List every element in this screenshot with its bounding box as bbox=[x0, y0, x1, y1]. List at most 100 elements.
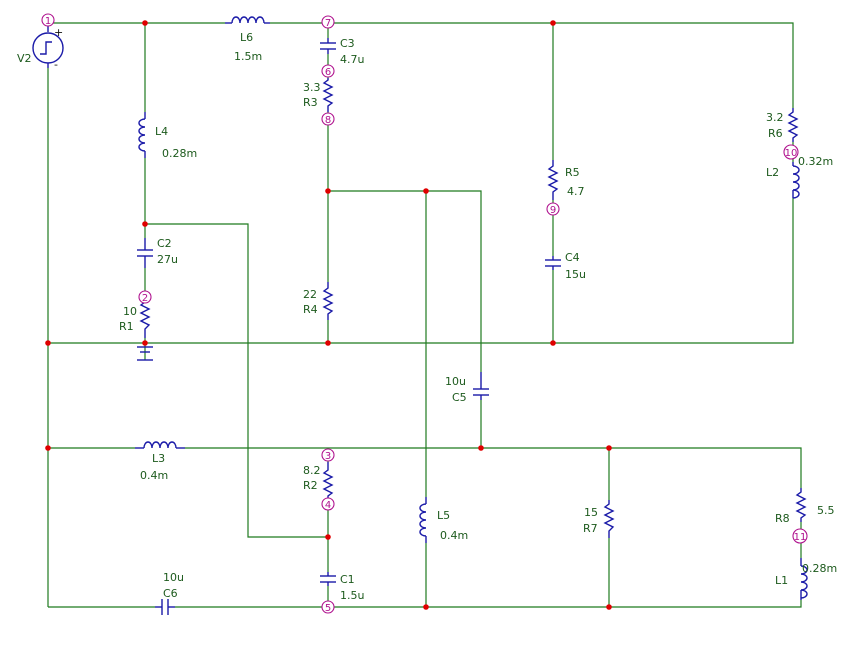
r4-zigzag bbox=[322, 282, 334, 320]
l2-value-label: 0.32m bbox=[798, 155, 833, 168]
node-marker-circle bbox=[321, 15, 335, 29]
junction-dot bbox=[423, 188, 429, 194]
resistor-r2[interactable]: 8.2 R2 bbox=[303, 462, 334, 500]
node-marker-3[interactable]: 3 bbox=[321, 448, 335, 462]
junction-dot bbox=[45, 340, 51, 346]
resistor-r3[interactable]: 3.3 R3 bbox=[303, 78, 334, 112]
junction-dot bbox=[142, 221, 148, 227]
junction-dot bbox=[325, 534, 331, 540]
capacitor-c3[interactable]: C3 4.7u bbox=[320, 37, 364, 66]
node-marker-circle bbox=[783, 144, 799, 160]
inductor-l2[interactable]: L2 0.32m bbox=[766, 155, 833, 199]
node-label: 10 bbox=[785, 148, 798, 159]
junction-dot bbox=[142, 20, 148, 26]
node-marker-circle bbox=[792, 528, 808, 544]
l3-coil bbox=[143, 441, 177, 449]
wires bbox=[47, 22, 802, 608]
node-marker-circle bbox=[321, 64, 335, 78]
node-marker-4[interactable]: 4 bbox=[321, 497, 335, 511]
inductor-l5[interactable]: L5 0.4m bbox=[419, 497, 468, 543]
c3-value-label: 4.7u bbox=[340, 53, 364, 66]
inductor-l6[interactable]: L6 1.5m bbox=[225, 16, 270, 63]
r2-zigzag bbox=[322, 462, 334, 500]
node-marker-6[interactable]: 6 bbox=[321, 64, 335, 78]
node-marker-9[interactable]: 9 bbox=[546, 202, 560, 216]
ground-icon bbox=[137, 346, 153, 361]
junction-dot bbox=[142, 340, 148, 346]
node-marker-2[interactable]: 2 bbox=[138, 290, 152, 304]
r8-zigzag bbox=[795, 488, 807, 522]
resistor-r1[interactable]: 10 R1 bbox=[119, 298, 151, 338]
inductor-l3[interactable]: L3 0.4m bbox=[135, 441, 185, 482]
voltage-source-v2[interactable]: + - V2 bbox=[17, 23, 64, 71]
node-marker-8[interactable]: 8 bbox=[321, 112, 335, 126]
junction-dot bbox=[45, 445, 51, 451]
inductor-l4[interactable]: L4 0.28m bbox=[138, 112, 197, 160]
r7-value-label: 15 bbox=[584, 506, 598, 519]
l3-value-label: 0.4m bbox=[140, 469, 168, 482]
node-marker-11[interactable]: 11 bbox=[792, 528, 808, 544]
source-minus-sign: - bbox=[54, 58, 58, 71]
junction-dot bbox=[325, 188, 331, 194]
node-marker-circle bbox=[546, 202, 560, 216]
l2-name-label: L2 bbox=[766, 166, 779, 179]
capacitor-c5[interactable]: 10u C5 bbox=[445, 372, 489, 404]
node-marker-10[interactable]: 10 bbox=[783, 144, 799, 160]
junction-dot bbox=[606, 604, 612, 610]
inductor-l1[interactable]: L1 0.28m bbox=[775, 558, 837, 600]
junction-dot bbox=[550, 340, 556, 346]
wire-top-right bbox=[270, 22, 794, 108]
node-label: 9 bbox=[550, 205, 556, 216]
resistor-r4[interactable]: 22 R4 bbox=[303, 282, 334, 320]
node-label: 6 bbox=[325, 67, 331, 78]
resistor-r5[interactable]: R5 4.7 bbox=[547, 160, 585, 200]
r3-name-label: R3 bbox=[303, 96, 318, 109]
r5-value-label: 4.7 bbox=[567, 185, 585, 198]
capacitor-c6[interactable]: 10u C6 bbox=[155, 571, 184, 615]
junction-dot bbox=[550, 20, 556, 26]
c4-name-label: C4 bbox=[565, 251, 580, 264]
r6-zigzag bbox=[787, 108, 799, 142]
c6-name-label: C6 bbox=[163, 587, 178, 600]
resistor-r7[interactable]: 15 R7 bbox=[583, 500, 615, 538]
node-marker-1[interactable]: 1 bbox=[41, 13, 55, 27]
node-marker-5[interactable]: 5 bbox=[321, 600, 335, 614]
node-marker-circle bbox=[41, 13, 55, 27]
l6-name-label: L6 bbox=[240, 31, 253, 44]
node-label: 5 bbox=[325, 603, 331, 614]
r2-value-label: 8.2 bbox=[303, 464, 321, 477]
resistor-r8[interactable]: 5.5 R8 bbox=[775, 488, 835, 525]
capacitor-c2[interactable]: C2 27u bbox=[137, 237, 178, 268]
node-label: 1 bbox=[45, 16, 51, 27]
l1-value-label: 0.28m bbox=[802, 562, 837, 575]
node-marker-circle bbox=[138, 290, 152, 304]
node-label: 7 bbox=[325, 18, 331, 29]
c1-value-label: 1.5u bbox=[340, 589, 364, 602]
capacitor-c4[interactable]: C4 15u bbox=[545, 251, 586, 281]
r7-name-label: R7 bbox=[583, 522, 598, 535]
c2-value-label: 27u bbox=[157, 253, 178, 266]
r1-value-label: 10 bbox=[123, 305, 137, 318]
source-plus-sign: + bbox=[54, 26, 63, 39]
r4-value-label: 22 bbox=[303, 288, 317, 301]
r1-name-label: R1 bbox=[119, 320, 134, 333]
source-name-label: V2 bbox=[17, 52, 32, 65]
r3-zigzag bbox=[322, 78, 334, 112]
l6-value-label: 1.5m bbox=[234, 50, 262, 63]
node-label: 3 bbox=[325, 451, 331, 462]
node-marker-7[interactable]: 7 bbox=[321, 15, 335, 29]
node-marker-circle bbox=[321, 112, 335, 126]
c5-name-label: C5 bbox=[452, 391, 467, 404]
c4-value-label: 15u bbox=[565, 268, 586, 281]
resistor-r6[interactable]: 3.2 R6 bbox=[766, 108, 799, 142]
pulse-wave-icon bbox=[40, 41, 52, 55]
node-label: 8 bbox=[325, 115, 331, 126]
r3-value-label: 3.3 bbox=[303, 81, 321, 94]
node-label: 4 bbox=[325, 500, 331, 511]
l5-coil bbox=[419, 503, 427, 537]
l4-coil bbox=[138, 118, 146, 152]
capacitor-c1[interactable]: C1 1.5u bbox=[320, 572, 364, 602]
wire-cross-l4-c1 bbox=[145, 223, 328, 538]
l4-name-label: L4 bbox=[155, 125, 168, 138]
